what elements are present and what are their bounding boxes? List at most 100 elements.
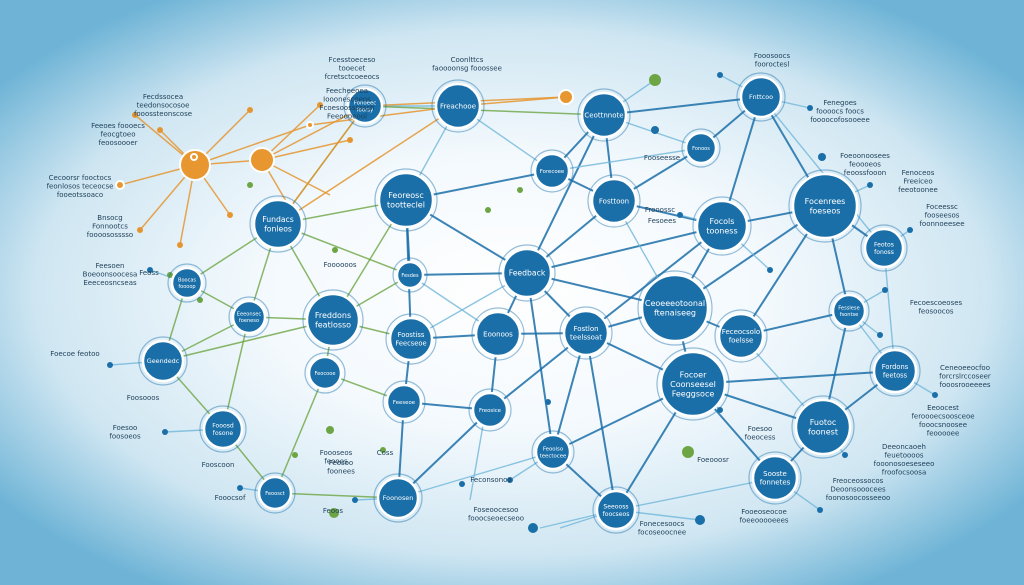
edge-n28-n32 [397,451,554,499]
side-label-line: Fonnootcs [92,223,128,231]
node-label: foeseos [810,207,841,216]
node-halo [468,388,512,432]
side-label-t25: Fooscoon [202,461,235,469]
side-label-line: fooossteonscose [134,110,192,118]
endpoint-dot [380,447,386,453]
node-label: Fundacs [262,215,294,224]
side-label-line: Feosoo [329,459,353,467]
node-n1: Feedback [498,244,556,302]
side-label-line: Fesoees [648,217,676,225]
side-label-t22: Foecoe feotoo [50,350,99,358]
side-label-line: Foseoocesoo [474,506,519,514]
node-label: Fordons [882,363,909,371]
node-label: featlosso [315,321,351,330]
node-circle [791,172,859,240]
node-halo [748,451,802,505]
labels-layer: FcesstoecesotooecetfcretsctcoeeocsCoonlt… [47,52,991,537]
side-label-t33: Frooossc [645,206,675,214]
node-label: Focoer [680,370,707,379]
node-circle [377,171,435,229]
node-label: Feotos [874,241,894,248]
node-n15: Fnttcoo [736,72,786,122]
endpoint-dot [695,515,705,525]
node-halo [343,84,387,128]
endpoint-dot [818,153,826,161]
node-label: tootteclel [387,201,425,210]
node-label: fonleos [264,224,292,233]
node-circle [471,391,509,429]
side-label-line: Deeoncaoeh [882,443,926,451]
node-halo [498,244,556,302]
side-label-line: Foceessc [926,203,958,211]
orange-edge [261,105,366,161]
node-halo [828,290,870,332]
node-circle [388,316,434,362]
side-label-t37: Feoos [323,507,344,515]
side-label-line: Feeoooeool [327,113,367,121]
side-label-line: Boeoonsoocesa [83,271,138,279]
node-circle [863,227,905,269]
side-label-line: Coss [377,449,394,457]
node-circle [872,348,918,394]
side-label-line: Foosooos [127,394,160,402]
endpoint-dot [177,242,183,248]
edge-n10-n13 [551,147,702,172]
node-halo [373,473,423,523]
endpoint-dot [352,497,358,503]
node-n17: Fesdes [392,257,428,293]
side-label-t34: Coss [377,449,394,457]
side-label-line: fcretsctcoeeocs [325,73,380,81]
side-label-line: froofocsoosa [882,469,927,477]
side-label-line: Eeoocest [927,404,959,412]
side-label-line: fooocsnoosee [919,421,967,429]
endpoint-dot [162,429,168,435]
node-n7: Geendedc [138,336,188,386]
node-label: fonoss [874,249,894,256]
endpoint-dot [649,74,661,86]
side-label-line: Fenegoes [823,99,857,107]
node-circle [590,177,638,225]
node-label: Feeseoe [393,400,416,406]
node-label: Forecoee [540,169,565,175]
endpoint-dots-layer [107,72,938,533]
node-label: Fuotoc [810,418,837,427]
node-halo [228,296,270,338]
node-circle [695,199,749,253]
side-label-line: Feeoes foooecs [91,122,145,130]
side-label-line: fooocseoecseoo [468,515,524,523]
node-circle [580,91,628,139]
orange-edge [309,105,459,126]
node-label: fonnetes [760,479,791,487]
side-label-line: foonosoocosseeoo [826,494,891,502]
side-label-line: feocgtoeo [101,131,136,139]
side-label-line: teedonsocosoe [137,102,190,110]
node-circle [141,339,185,383]
side-label-t28: Feoss [139,269,159,277]
node-circle [684,131,718,165]
side-label-line: Freeiceo [903,178,932,186]
node-label: Fonoeec [354,100,377,106]
orange-edge [261,104,321,161]
side-label-line: feuetoooos [884,452,923,460]
endpoint-dot [877,332,883,338]
side-label-t16: Eeoocestferoooecsoosceoefooocsnooseefeoo… [911,404,974,438]
node-circle [562,309,610,357]
side-label-line: foeocess [745,434,776,442]
edge-n1-n9 [526,114,605,274]
endpoint-dot [292,452,298,458]
node-label: foorsy [357,107,375,113]
node-circle [307,355,343,391]
side-label-line: Fooosoocs [754,52,791,60]
side-label-t32: Fooseesse [644,154,680,162]
side-label-line: Fooscoon [202,461,235,469]
endpoint-dot [507,477,513,483]
